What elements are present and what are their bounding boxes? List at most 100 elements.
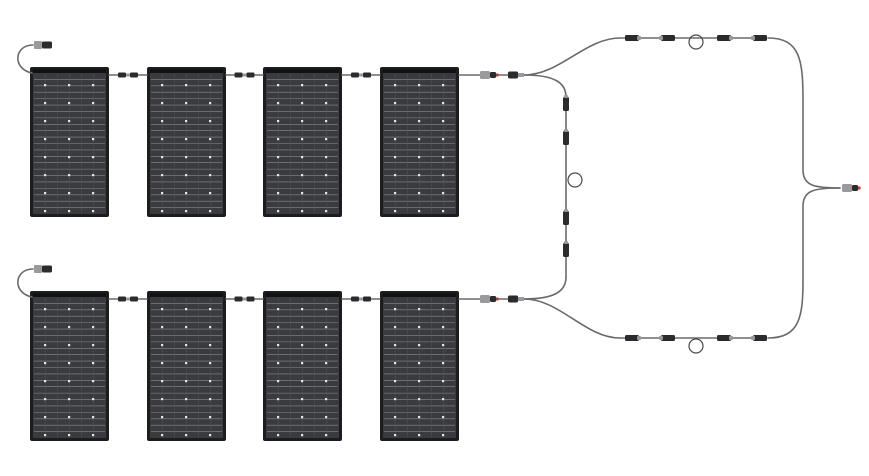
busbar-dot [394, 156, 397, 159]
busbar-dot [161, 398, 164, 401]
mc4-connector [751, 335, 767, 341]
mc4-body [563, 211, 569, 225]
busbar-dot [92, 434, 95, 437]
mc4-connector [625, 335, 641, 341]
mc4-body [661, 35, 675, 41]
busbar-dot [301, 380, 304, 383]
busbar-dot [185, 416, 188, 419]
busbar-dot [68, 120, 71, 123]
busbar-dot [277, 138, 280, 141]
busbar-dot [209, 138, 212, 141]
mc4-body [661, 335, 675, 341]
busbar-dot [418, 84, 421, 87]
lead-cable [17, 268, 34, 298]
busbar-dot [185, 362, 188, 365]
mc4-body [563, 243, 569, 257]
mc4-connector [717, 35, 733, 41]
busbar-dot [44, 138, 47, 141]
busbar-dot [301, 192, 304, 195]
busbar-dot [44, 156, 47, 159]
link-joint [242, 297, 247, 301]
branch-cable [523, 37, 621, 76]
link-joint [359, 73, 363, 77]
busbar-dot [92, 398, 95, 401]
busbar-dot [442, 326, 445, 329]
busbar-dot [68, 434, 71, 437]
mc4-connector [659, 35, 675, 41]
combiner-cable [767, 37, 841, 189]
panel-link-connector [351, 296, 371, 302]
busbar-dot [68, 174, 71, 177]
mc4-connector [659, 335, 675, 341]
panel-link-connector [118, 72, 138, 78]
busbar-dot [418, 174, 421, 177]
busbar-dot [44, 308, 47, 311]
panel-junction-strip [383, 69, 456, 73]
busbar-dot [301, 156, 304, 159]
cable-loop [567, 172, 583, 188]
busbar-dot [277, 362, 280, 365]
string-output-plug [480, 295, 499, 303]
link-joint [359, 297, 363, 301]
busbar-dot [301, 344, 304, 347]
mc4-nut [564, 129, 568, 132]
busbar-dot [161, 210, 164, 213]
panel-junction-strip [33, 293, 106, 297]
busbar-dot [277, 380, 280, 383]
busbar-dot [185, 102, 188, 105]
busbar-dot [301, 210, 304, 213]
busbar-dot [209, 156, 212, 159]
mc4-nut [751, 336, 755, 340]
busbar-dot [442, 210, 445, 213]
busbar-dot [209, 362, 212, 365]
busbar-dot [92, 344, 95, 347]
busbar-dot [325, 192, 328, 195]
busbar-dot [185, 156, 188, 159]
busbar-dot [325, 362, 328, 365]
solar-panel [147, 67, 226, 217]
busbar-dot [325, 380, 328, 383]
busbar-dot [301, 174, 304, 177]
solar-panel [380, 67, 459, 217]
mc4-body [753, 335, 767, 341]
busbar-dot [68, 308, 71, 311]
busbar-dot [209, 84, 212, 87]
final-output-connector [842, 184, 861, 192]
panel-junction-strip [383, 293, 456, 297]
busbar-dot [92, 102, 95, 105]
busbar-dot [209, 344, 212, 347]
busbar-dot [161, 326, 164, 329]
solar-panel [30, 291, 109, 441]
mc4-connector-vertical [563, 241, 569, 257]
plug-shell [480, 71, 490, 79]
busbar-dot [277, 434, 280, 437]
busbar-dot [325, 416, 328, 419]
busbar-dot [325, 102, 328, 105]
busbar-dot [161, 308, 164, 311]
plug-body [508, 71, 518, 79]
busbar-dot [161, 84, 164, 87]
branch-cable [523, 298, 621, 339]
busbar-dot [209, 398, 212, 401]
busbar-dot [92, 308, 95, 311]
busbar-dot [325, 120, 328, 123]
cable-loop [688, 34, 704, 50]
mc4-body [625, 335, 639, 341]
busbar-dot [68, 102, 71, 105]
busbar-dot [209, 102, 212, 105]
busbar-dot [161, 192, 164, 195]
mc4-connector-vertical [563, 129, 569, 145]
plug-nut [518, 297, 524, 301]
solar-panel [263, 67, 342, 217]
link-left [351, 72, 359, 78]
mc4-body [625, 35, 639, 41]
busbar-dot [301, 434, 304, 437]
link-right [130, 296, 138, 302]
busbar-dot [68, 398, 71, 401]
busbar-dot [161, 416, 164, 419]
busbar-dot [92, 416, 95, 419]
busbar-dot [92, 84, 95, 87]
busbar-dot [68, 362, 71, 365]
plug-body [42, 41, 52, 49]
